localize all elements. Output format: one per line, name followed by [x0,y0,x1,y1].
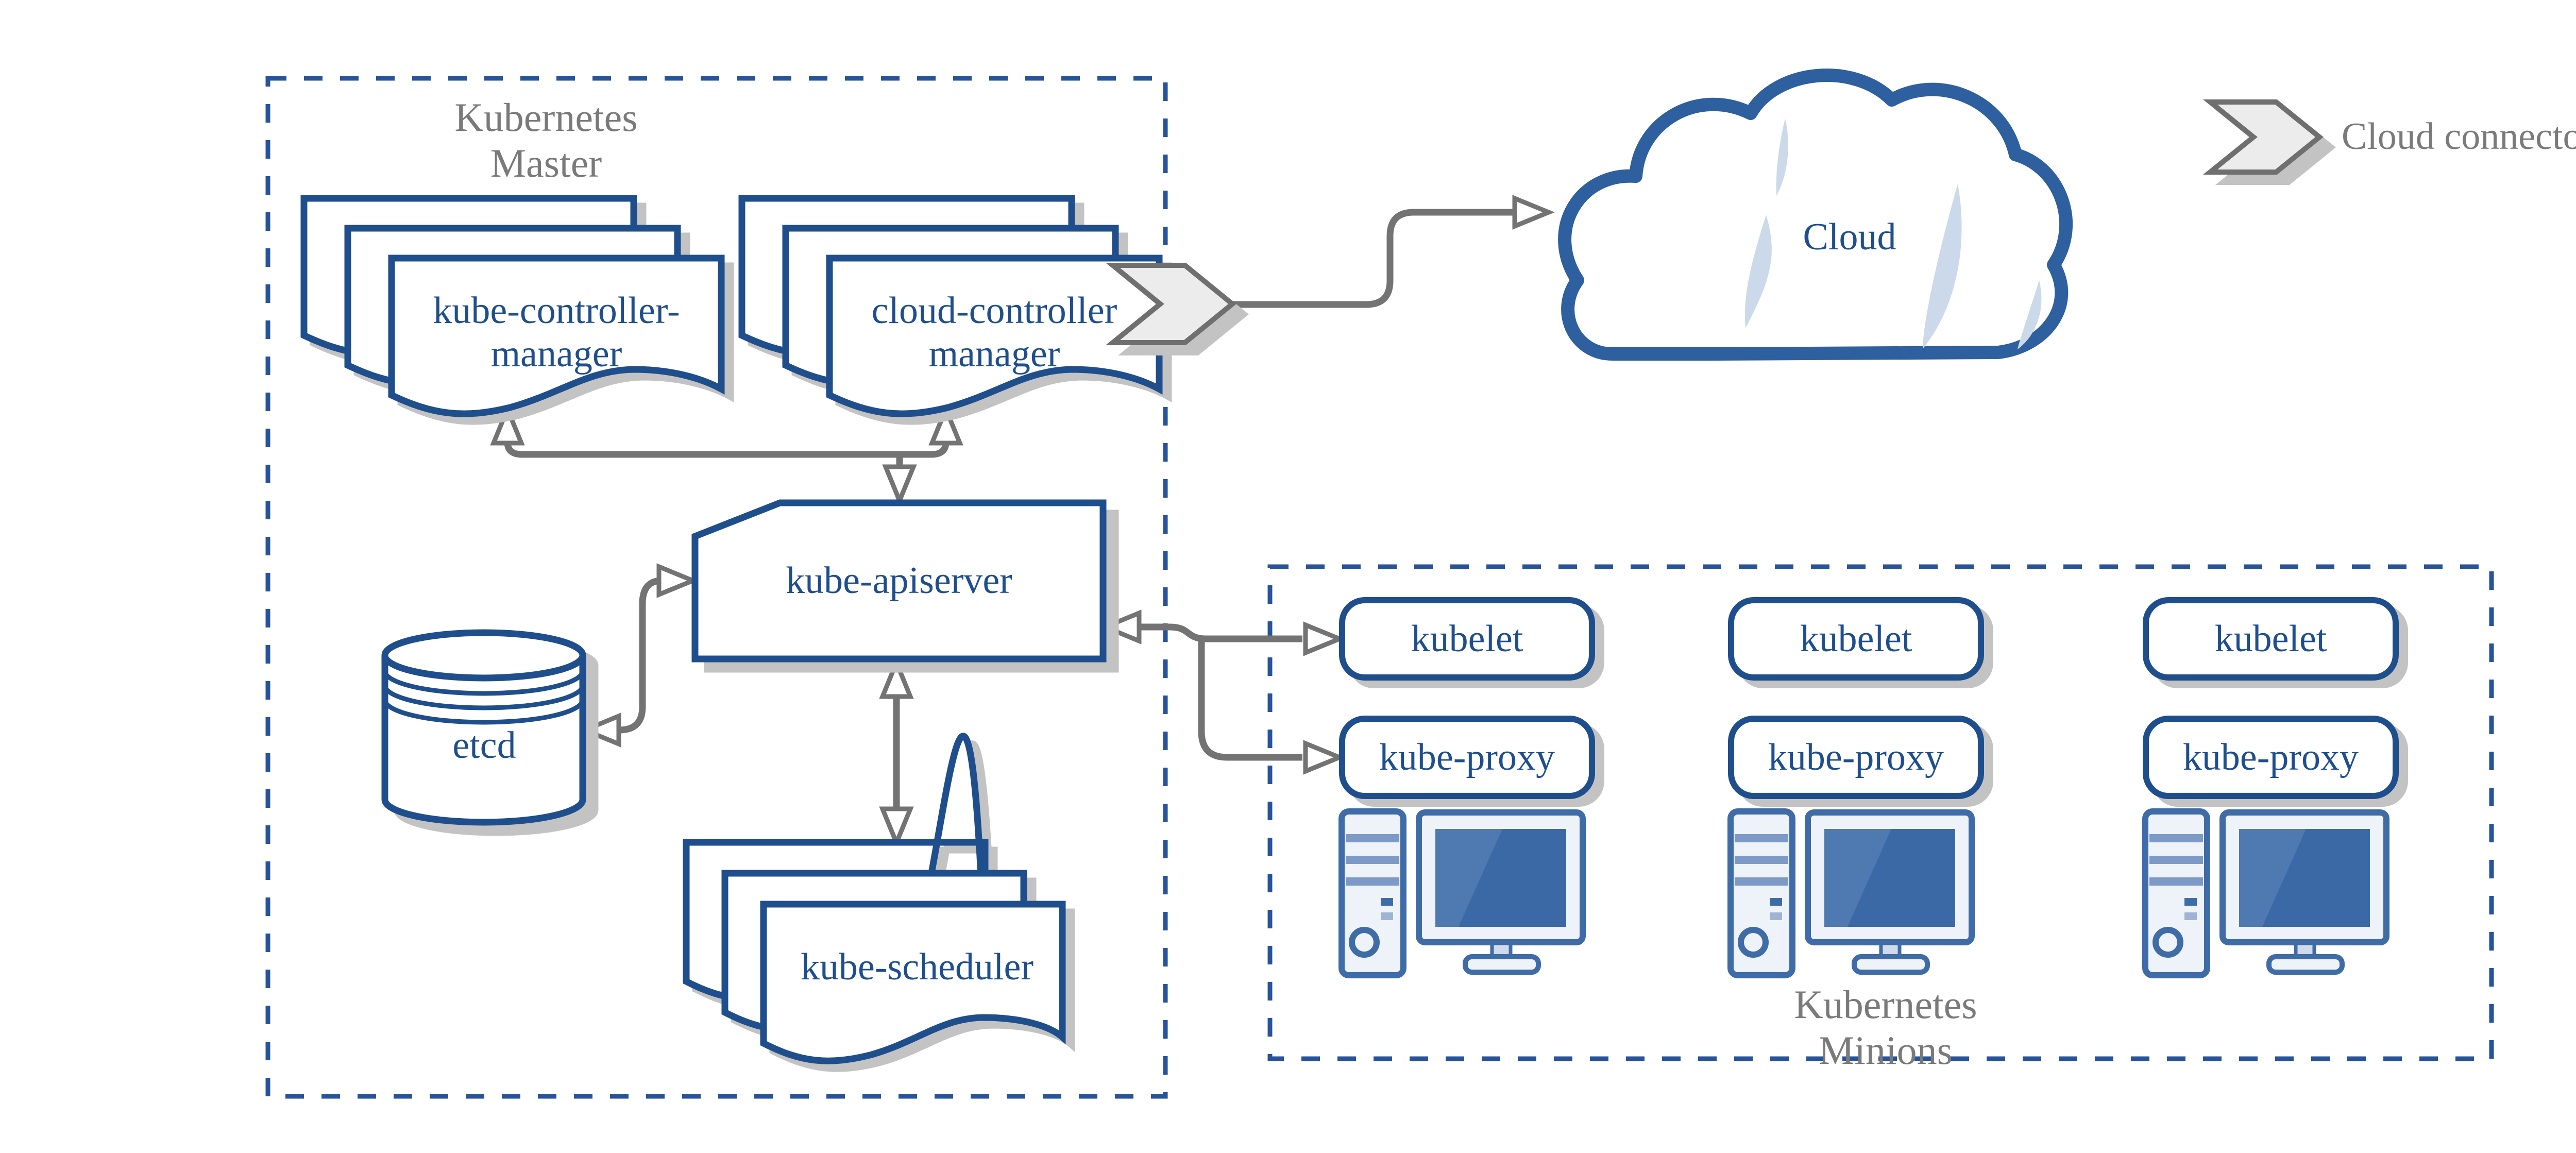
etcd-rim-3 [382,699,585,725]
kubelet-box-3 [2143,597,2399,681]
kube-proxy-label-3: kube-proxy [2182,736,2359,778]
etcd-body [381,655,586,826]
etcd-rim-1 [382,670,585,696]
kube-controller-manager-label: kube-controller- manager [433,289,680,375]
kube-proxy-label-1: kube-proxy [1379,736,1555,778]
arrowhead-into-cloud [1512,195,1555,230]
legend-chevron-icon [2202,99,2324,175]
workstation-icon-3 [2142,808,2389,978]
arrowhead-into-kube-controller-manager [490,403,525,446]
minions-box-title: Kubernetes Minions [1794,982,1977,1073]
arrowhead-into-apiserver-right [1099,609,1142,645]
minions-box-border [1267,564,2494,1061]
arrowhead-into-kubelet [1303,621,1346,656]
cloud-controller-manager-label: cloud-controller manager [871,289,1117,375]
cloud-slice-4 [2018,280,2042,349]
controllers-bus-line [504,418,950,458]
doc-page-front [826,255,1163,417]
kube-controller-manager-stack [300,195,725,417]
cloud-connector-chevron-icon [1105,263,1236,345]
arrowhead-into-scheduler [879,806,914,849]
cloud-controller-manager-stack [738,195,1163,417]
kubelet-label-3: kubelet [2214,617,2327,660]
arrowhead-into-apiserver-left [656,563,699,598]
kubelet-label-1: kubelet [1411,617,1523,660]
kube-proxy-label-2: kube-proxy [1768,736,1944,778]
kubelet-box-1 [1339,597,1595,681]
cloud-slice-3 [1923,184,1962,349]
arrowheads [490,195,1555,849]
workstation-icons [1338,808,2389,978]
etcd-cylinder [381,629,586,826]
kubelet-box-2 [1728,597,1984,681]
kube-apiserver-label: kube-apiserver [786,559,1012,602]
kube-scheduler-stack [683,733,1066,1064]
arrowhead-into-apiserver-bottom [879,656,914,699]
etcd-top [381,629,586,682]
arrowhead-into-etcd [579,713,621,748]
kube-proxy-box-2 [1728,716,1984,799]
cloud-label: Cloud [1803,215,1896,258]
apiserver-kubeproxy-line [1198,638,1302,761]
kube-proxy-box-1 [1339,716,1595,799]
master-box-border [265,76,1168,1099]
arrowhead-into-cloud-controller-manager [928,403,963,446]
arrowhead-into-kube-proxy [1303,740,1346,775]
doc-page-front [760,901,1066,1064]
cloud-slice-2 [1744,215,1772,328]
workstation-icon-2 [1727,808,1975,978]
master-box-title: Kubernetes Master [454,95,638,185]
kube-apiserver-shape [691,499,1107,663]
kubelet-label-2: kubelet [1800,617,1912,660]
legend-label: Cloud connector [2342,115,2576,158]
workstation-icon-1 [1338,808,1586,978]
etcd-apiserver-line [619,577,663,734]
kube-proxy-box-3 [2143,716,2399,799]
cloud-shape [1558,69,2073,361]
etcd-rim-2 [382,685,585,710]
etcd-label: etcd [452,724,516,767]
connector-lines [504,209,1513,808]
cloud-slice-1 [1776,118,1788,196]
kube-scheduler-label: kube-scheduler [800,946,1034,989]
doc-page-front [388,255,725,417]
node-boxes [1339,597,2399,799]
arrowhead-into-apiserver-top [882,464,917,507]
cloud-connector-line [1232,209,1513,308]
